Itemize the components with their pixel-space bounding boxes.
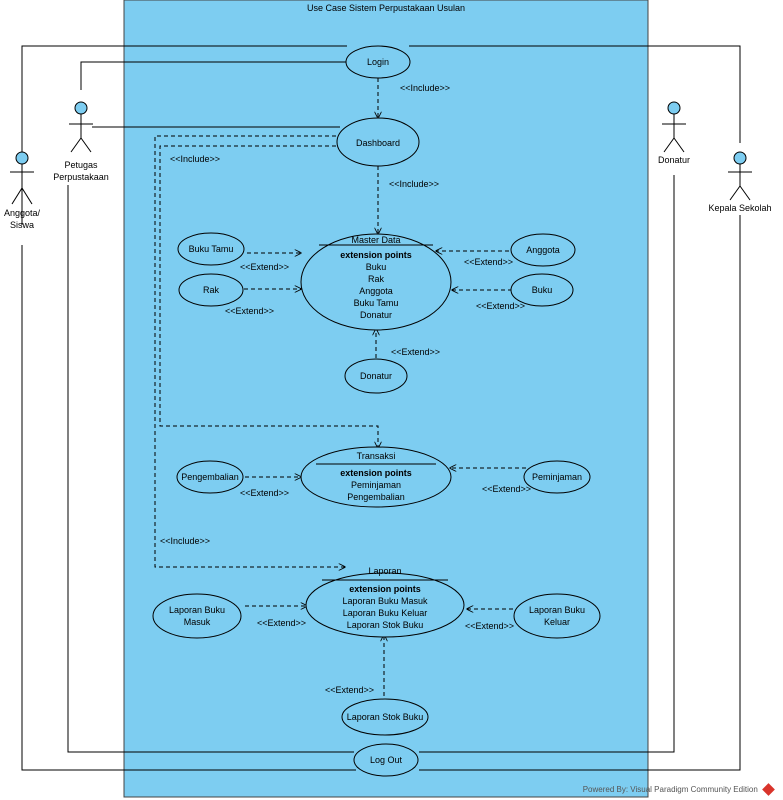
use-case-login[interactable]: Login xyxy=(345,45,411,79)
extend-label: <<Extend>> xyxy=(325,685,374,695)
extend-label: <<Extend>> xyxy=(257,618,306,628)
actor-kepala-sekolah[interactable]: Kepala Sekolah xyxy=(708,151,772,213)
extend-label: <<Extend>> xyxy=(240,262,289,272)
extension-point: Buku xyxy=(366,262,387,272)
extension-point: Laporan Stok Buku xyxy=(347,620,424,630)
use-case-label: Anggota xyxy=(526,245,560,255)
use-case-label: Donatur xyxy=(360,371,392,381)
use-case-peminjaman[interactable]: Peminjaman xyxy=(523,460,591,494)
use-case-label: Rak xyxy=(203,285,220,295)
relationship-labels: <<Include>> <<Include>> <<Include>> <<In… xyxy=(160,83,531,695)
system-title: Use Case Sistem Perpustakaan Usulan xyxy=(307,3,465,13)
use-case-laporan-stok-buku[interactable]: Laporan Stok Buku xyxy=(341,698,429,736)
extension-point: Peminjaman xyxy=(351,480,401,490)
use-case-title: Master Data xyxy=(351,235,400,245)
use-case-laporan-buku-masuk[interactable]: Laporan Buku Masuk xyxy=(152,593,242,639)
actor-label: Donatur xyxy=(658,155,690,165)
actor-label: Siswa xyxy=(10,220,34,230)
actor-petugas-perpustakaan[interactable]: Petugas Perpustakaan xyxy=(53,101,109,182)
stick-figure-icon xyxy=(69,101,93,153)
use-case-logout[interactable]: Log Out xyxy=(353,743,419,777)
extend-label: <<Extend>> xyxy=(391,347,440,357)
actor-label: Petugas xyxy=(64,160,98,170)
extend-label: <<Extend>> xyxy=(225,306,274,316)
extension-point: Buku Tamu xyxy=(354,298,399,308)
actor-donatur[interactable]: Donatur xyxy=(658,101,690,165)
use-case-label: Laporan Buku xyxy=(169,605,225,615)
include-label: <<Include>> xyxy=(389,179,439,189)
use-case-rak[interactable]: Rak xyxy=(178,273,244,307)
use-case-transaksi[interactable]: Transaksi extension points Peminjaman Pe… xyxy=(300,446,452,508)
watermark: Powered By: Visual Paradigm Community Ed… xyxy=(582,783,775,796)
extension-points-header: extension points xyxy=(340,468,412,478)
extend-label: <<Extend>> xyxy=(240,488,289,498)
extension-point: Laporan Buku Masuk xyxy=(342,596,428,606)
extension-point: Laporan Buku Keluar xyxy=(343,608,428,618)
extend-label: <<Extend>> xyxy=(464,257,513,267)
use-case-label: Pengembalian xyxy=(181,472,239,482)
use-case-label: Laporan Buku xyxy=(529,605,585,615)
extension-point: Donatur xyxy=(360,310,392,320)
use-case-label: Dashboard xyxy=(356,138,400,148)
extension-points-header: extension points xyxy=(340,250,412,260)
actor-label: Anggota/ xyxy=(4,208,41,218)
use-case-label: Log Out xyxy=(370,755,403,765)
use-case-laporan-buku-keluar[interactable]: Laporan Buku Keluar xyxy=(513,593,601,639)
use-case-title: Transaksi xyxy=(357,451,396,461)
use-case-label: Buku xyxy=(532,285,553,295)
extend-label: <<Extend>> xyxy=(465,621,514,631)
use-case-dashboard[interactable]: Dashboard xyxy=(336,117,420,167)
watermark-prefix: Powered By: xyxy=(582,784,629,794)
actor-label: Kepala Sekolah xyxy=(708,203,771,213)
extend-label: <<Extend>> xyxy=(482,484,531,494)
stick-figure-icon xyxy=(662,101,686,153)
extension-point: Pengembalian xyxy=(347,492,405,502)
actor-anggota-siswa[interactable]: Anggota/ Siswa xyxy=(4,151,41,230)
stick-figure-icon xyxy=(10,151,34,205)
extension-point: Anggota xyxy=(359,286,393,296)
use-case-donatur[interactable]: Donatur xyxy=(344,358,408,394)
use-case-title: Laporan xyxy=(368,566,401,576)
watermark-name: Visual Paradigm Community Edition xyxy=(630,784,758,794)
stick-figure-icon xyxy=(728,151,752,201)
include-label: <<Include>> xyxy=(400,83,450,93)
use-case-label: Laporan Stok Buku xyxy=(347,712,424,722)
use-case-pengembalian[interactable]: Pengembalian xyxy=(176,460,244,494)
relationship-lines xyxy=(154,78,526,696)
use-case-anggota[interactable]: Anggota xyxy=(510,233,576,267)
use-case-label: Buku Tamu xyxy=(189,244,234,254)
use-case-label: Login xyxy=(367,57,389,67)
extension-point: Rak xyxy=(368,274,385,284)
extension-points-header: extension points xyxy=(349,584,421,594)
use-case-buku-tamu[interactable]: Buku Tamu xyxy=(177,232,245,266)
include-label: <<Include>> xyxy=(160,536,210,546)
extend-label: <<Extend>> xyxy=(476,301,525,311)
use-case-label: Peminjaman xyxy=(532,472,582,482)
use-case-buku[interactable]: Buku xyxy=(510,273,574,307)
use-case-label: Keluar xyxy=(544,617,570,627)
use-case-laporan[interactable]: Laporan extension points Laporan Buku Ma… xyxy=(305,566,465,638)
actor-label: Perpustakaan xyxy=(53,172,109,182)
use-case-label: Masuk xyxy=(184,617,211,627)
association-lines xyxy=(21,45,741,771)
include-label: <<Include>> xyxy=(170,154,220,164)
use-case-master-data[interactable]: Master Data extension points Buku Rak An… xyxy=(300,233,452,331)
visual-paradigm-logo-icon xyxy=(762,783,775,796)
